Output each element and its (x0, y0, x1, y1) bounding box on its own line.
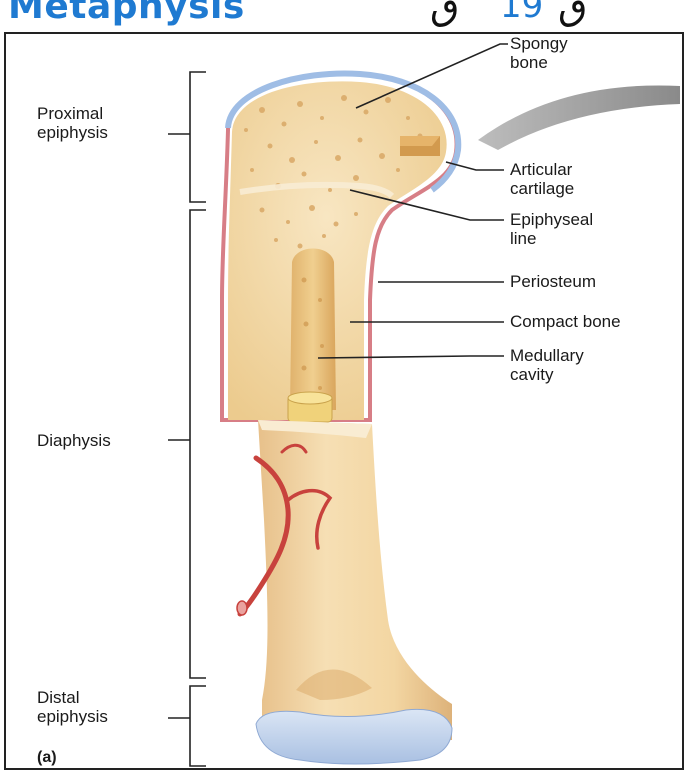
label-epiphyseal-line: Epiphyseal line (510, 210, 593, 248)
figure-label: (a) (37, 748, 57, 767)
label-periosteum: Periosteum (510, 272, 596, 291)
label-proximal-epiphysis: Proximal epiphysis (37, 104, 108, 142)
label-spongy-bone-line1: Spongy (510, 34, 568, 53)
label-medullary-cavity-line1: Medullary (510, 346, 584, 365)
label-distal-epiphysis-line2: epiphysis (37, 707, 108, 726)
proximal-epiphysis-head (228, 81, 447, 420)
distal-articular-cartilage (256, 709, 452, 764)
label-articular-cartilage-line2: cartilage (510, 179, 574, 198)
bracket-diaphysis (190, 210, 206, 678)
label-compact-bone: Compact bone (510, 312, 621, 331)
label-diaphysis: Diaphysis (37, 431, 111, 450)
bracket-distal (190, 686, 206, 766)
label-proximal-epiphysis-line2: epiphysis (37, 123, 108, 142)
label-spongy-bone-line2: bone (510, 53, 568, 72)
label-epiphyseal-line-line2: line (510, 229, 593, 248)
bracket-proximal (190, 72, 206, 202)
label-medullary-cavity: Medullary cavity (510, 346, 584, 384)
label-articular-cartilage: Articular cartilage (510, 160, 574, 198)
label-distal-epiphysis-line1: Distal (37, 688, 108, 707)
label-medullary-cavity-line2: cavity (510, 365, 584, 384)
label-epiphyseal-line-line1: Epiphyseal (510, 210, 593, 229)
label-articular-cartilage-line1: Articular (510, 160, 574, 179)
medullary-cavity-shape (290, 249, 336, 411)
grey-arc (478, 85, 680, 150)
label-distal-epiphysis: Distal epiphysis (37, 688, 108, 726)
label-spongy-bone: Spongy bone (510, 34, 568, 72)
label-proximal-epiphysis-line1: Proximal (37, 104, 108, 123)
